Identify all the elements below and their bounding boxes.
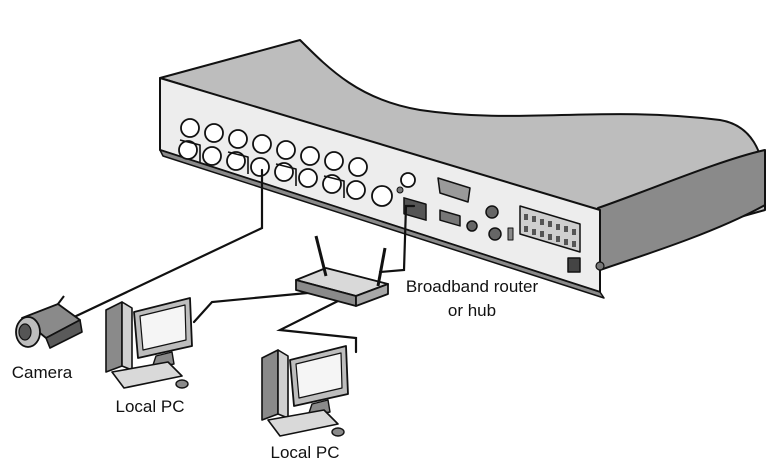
pc-keyboard [267, 409, 339, 437]
router-label-line2: or hub [448, 301, 496, 320]
camera-mount [57, 295, 65, 305]
router-pc2-cable [276, 298, 358, 354]
pc-tower-front [121, 301, 133, 371]
local-pc-2-label: Local PC [271, 443, 340, 462]
dvr-side-face [597, 149, 766, 271]
terminal-pins [524, 214, 576, 247]
camera-lens-inner [18, 323, 32, 341]
vga-port [437, 177, 471, 203]
audio-jack [466, 220, 478, 232]
bnc-connector [202, 146, 222, 166]
audio-jack [488, 227, 502, 241]
router-antenna [376, 247, 387, 287]
bnc-connector [178, 140, 198, 160]
camera-device [15, 295, 83, 349]
panel-screw [595, 261, 605, 271]
camera-label: Camera [12, 363, 73, 382]
bnc-connector [300, 146, 320, 166]
lan-cable [378, 204, 416, 274]
bnc-connector [252, 134, 272, 154]
power-jack [567, 257, 581, 273]
connector-brackets [179, 139, 345, 198]
router-side [355, 283, 389, 307]
bnc-connector [348, 157, 368, 177]
bnc-connector [180, 118, 200, 138]
audio-jack [485, 205, 499, 219]
router-pc1-cable [192, 290, 320, 324]
panel-screw [396, 186, 404, 194]
local-pc-2 [261, 345, 349, 437]
bnc-connector [228, 129, 248, 149]
bnc-connector [298, 168, 318, 188]
pc-tower-front [277, 349, 289, 419]
cables [70, 168, 416, 354]
bnc-connector [400, 172, 416, 188]
pc-screen [139, 304, 187, 351]
pc-tower [105, 301, 123, 373]
bnc-connector [276, 140, 296, 160]
pc-mouse [331, 427, 345, 437]
lan-port [403, 197, 427, 221]
router-label-line1: Broadband router [406, 277, 539, 296]
bnc-connector [226, 151, 246, 171]
bnc-connector [371, 185, 393, 207]
broadband-router [295, 235, 389, 307]
bnc-connector [204, 123, 224, 143]
pc-screen [295, 352, 343, 399]
local-pc-1-label: Local PC [116, 397, 185, 416]
dvr-bottom-lip [159, 149, 605, 299]
pc-mouse [175, 379, 189, 389]
panel-switch [507, 227, 514, 241]
bnc-connector [324, 151, 344, 171]
dvr-unit [159, 39, 766, 299]
camera-cable [70, 168, 264, 320]
local-pc-1 [105, 297, 193, 389]
hdmi-port [439, 209, 461, 227]
bnc-connector [250, 157, 270, 177]
bnc-connector [346, 180, 366, 200]
camera-body-side [45, 319, 83, 349]
router-antenna [314, 235, 328, 277]
pc-keyboard [111, 361, 183, 389]
pc-tower [261, 349, 279, 421]
